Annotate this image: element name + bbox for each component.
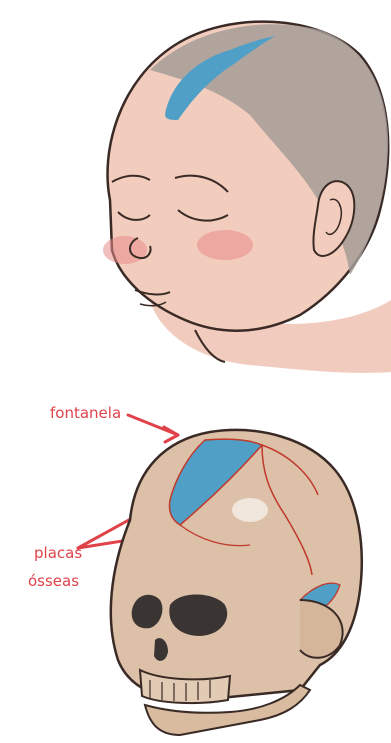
label-fontanela: fontanela	[50, 404, 121, 422]
label-placas-line2: ósseas	[28, 572, 79, 590]
baby-cheek-right	[197, 230, 253, 260]
skull-highlight	[232, 498, 268, 522]
infant-skull-illustration	[111, 430, 362, 735]
baby-cheek-left	[103, 236, 147, 264]
baby-head-illustration	[103, 22, 391, 373]
arrow-fontanela-head	[164, 427, 178, 442]
label-placas-line1: placas	[34, 544, 82, 562]
